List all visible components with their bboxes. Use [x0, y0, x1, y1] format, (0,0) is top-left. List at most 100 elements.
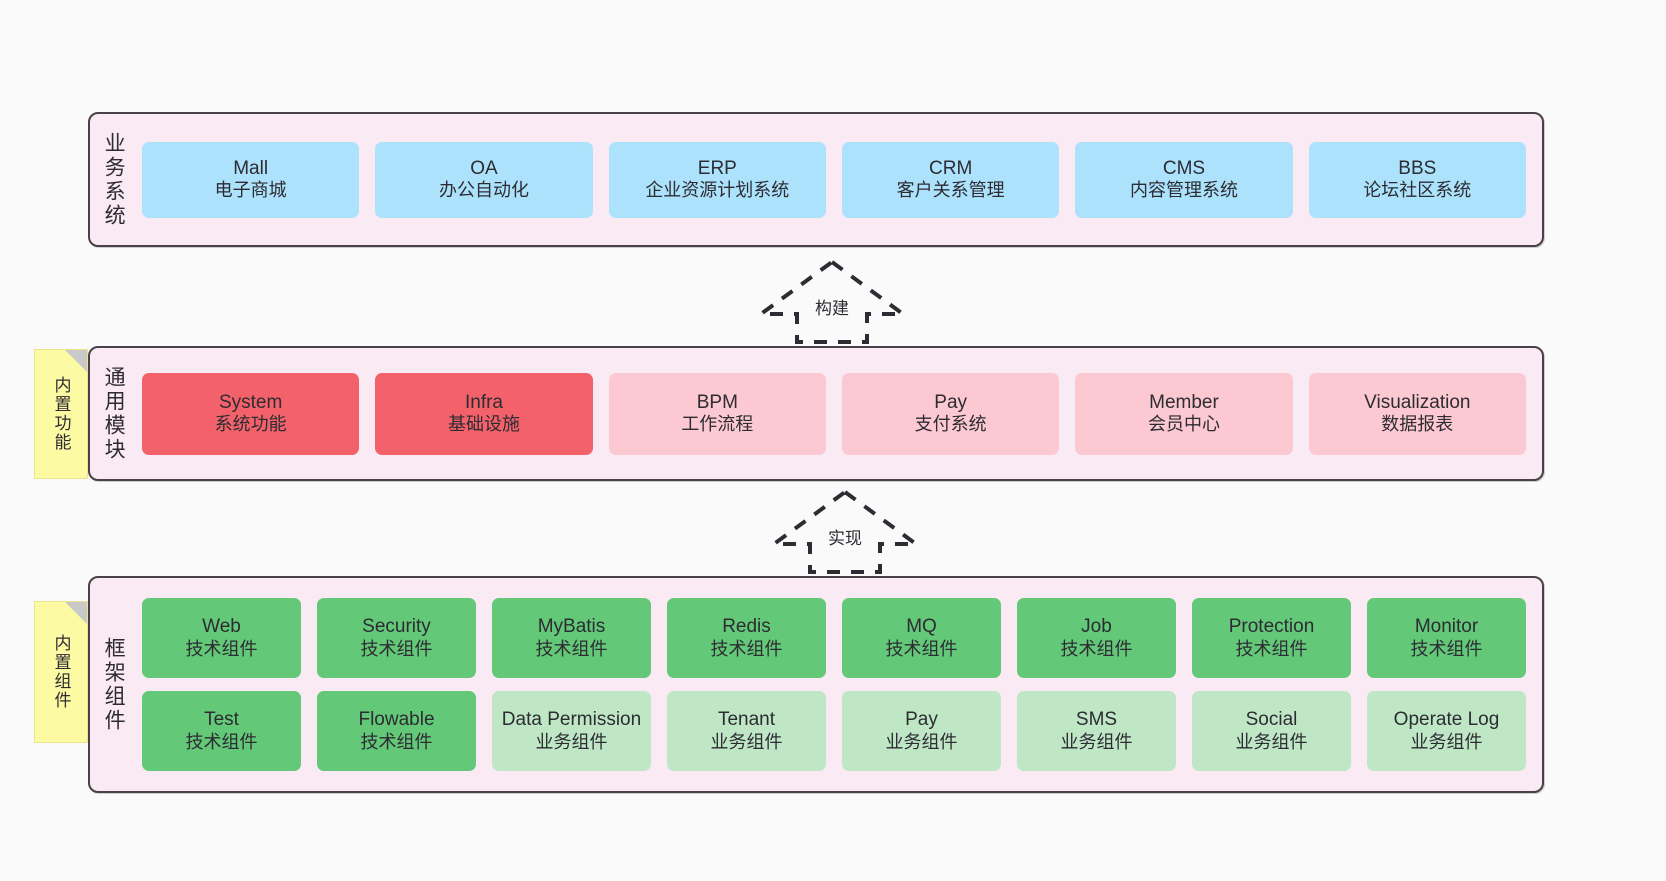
- module-card-erp[interactable]: ERP 企业资源计划系统: [608, 141, 826, 218]
- module-card-tenant[interactable]: Tenant 业务组件: [667, 691, 826, 771]
- arrow-build: 构建: [754, 258, 910, 344]
- layer-label-business: 业务系统: [102, 131, 126, 228]
- module-title: BBS: [1398, 157, 1437, 179]
- module-title: Security: [362, 616, 431, 638]
- module-subtitle: 技术组件: [535, 638, 608, 659]
- module-subtitle: 技术组件: [1410, 638, 1483, 659]
- module-card-test[interactable]: Test 技术组件: [142, 691, 301, 771]
- arrow-implement: 实现: [767, 488, 923, 574]
- module-title: Test: [204, 709, 239, 731]
- module-card-flowable[interactable]: Flowable 技术组件: [317, 691, 476, 771]
- module-title: Data Permission: [501, 709, 642, 731]
- module-subtitle: 客户关系管理: [896, 180, 1005, 201]
- module-subtitle: 系统功能: [214, 414, 287, 435]
- note-label: 内置组件: [51, 634, 71, 710]
- module-title: Social: [1245, 709, 1298, 731]
- module-title: MyBatis: [537, 616, 606, 638]
- module-title: Monitor: [1414, 616, 1479, 638]
- module-card-web[interactable]: Web 技术组件: [142, 598, 301, 678]
- module-subtitle: 会员中心: [1147, 414, 1220, 435]
- layer-common-modules: 通用模块 System 系统功能 Infra 基础设施 BPM 工作流程 Pay…: [88, 346, 1544, 481]
- layer-row: Test 技术组件 Flowable 技术组件 Data Permission …: [142, 691, 1526, 771]
- module-card-job[interactable]: Job 技术组件: [1017, 598, 1176, 678]
- module-card-cms[interactable]: CMS 内容管理系统: [1075, 141, 1293, 218]
- module-card-pay[interactable]: Pay 支付系统: [841, 372, 1060, 455]
- module-card-monitor[interactable]: Monitor 技术组件: [1367, 598, 1526, 678]
- module-card-operate-log[interactable]: Operate Log 业务组件: [1367, 691, 1526, 771]
- layer-label-common: 通用模块: [102, 365, 126, 462]
- module-card-data-permission[interactable]: Data Permission 业务组件: [492, 691, 651, 771]
- module-title: SMS: [1075, 709, 1118, 731]
- module-card-mall[interactable]: Mall 电子商城: [142, 141, 360, 218]
- module-subtitle: 业务组件: [535, 731, 608, 752]
- module-card-security[interactable]: Security 技术组件: [317, 598, 476, 678]
- layer-row: Web 技术组件 Security 技术组件 MyBatis 技术组件 Redi…: [142, 598, 1526, 678]
- module-subtitle: 内容管理系统: [1129, 180, 1238, 201]
- module-card-bpm[interactable]: BPM 工作流程: [608, 372, 826, 455]
- module-subtitle: 电子商城: [214, 180, 287, 201]
- note-fold-corner-icon: [65, 350, 87, 372]
- module-title: Visualization: [1364, 391, 1471, 413]
- module-title: OA: [470, 157, 498, 179]
- module-card-bbs[interactable]: BBS 论坛社区系统: [1308, 141, 1526, 218]
- module-subtitle: 企业资源计划系统: [645, 180, 790, 201]
- module-title: Member: [1149, 391, 1219, 413]
- module-subtitle: 业务组件: [710, 731, 783, 752]
- arrow-label-build: 构建: [815, 299, 849, 318]
- module-subtitle: 论坛社区系统: [1363, 180, 1472, 201]
- module-title: MQ: [906, 616, 937, 638]
- module-title: Redis: [722, 616, 771, 638]
- layer-framework-components: 框架组件 Web 技术组件 Security 技术组件 MyBatis 技术组件…: [88, 576, 1544, 793]
- module-subtitle: 技术组件: [710, 638, 783, 659]
- layer-body-business: Mall 电子商城 OA 办公自动化 ERP 企业资源计划系统 CRM 客户关系…: [136, 114, 1542, 245]
- module-subtitle: 工作流程: [681, 414, 754, 435]
- layer-row: System 系统功能 Infra 基础设施 BPM 工作流程 Pay 支付系统…: [142, 372, 1526, 455]
- module-subtitle: 支付系统: [914, 414, 987, 435]
- module-card-crm[interactable]: CRM 客户关系管理: [841, 141, 1060, 218]
- module-title: Tenant: [717, 709, 776, 731]
- module-title: CMS: [1162, 157, 1206, 179]
- module-card-protection[interactable]: Protection 技术组件: [1192, 598, 1351, 678]
- module-card-oa[interactable]: OA 办公自动化: [375, 141, 593, 218]
- module-subtitle: 业务组件: [1410, 731, 1483, 752]
- layer-row: Mall 电子商城 OA 办公自动化 ERP 企业资源计划系统 CRM 客户关系…: [142, 141, 1526, 218]
- layer-label-framework: 框架组件: [102, 636, 126, 733]
- module-card-mybatis[interactable]: MyBatis 技术组件: [492, 598, 651, 678]
- module-title: Pay: [934, 391, 968, 413]
- sticky-note-builtin-features: 内置功能: [34, 349, 88, 479]
- module-card-infra[interactable]: Infra 基础设施: [375, 372, 593, 455]
- module-subtitle: 数据报表: [1381, 414, 1454, 435]
- module-title: Operate Log: [1393, 709, 1500, 731]
- module-subtitle: 技术组件: [360, 638, 433, 659]
- arrow-label-implement: 实现: [828, 529, 862, 548]
- module-subtitle: 技术组件: [185, 638, 258, 659]
- note-label: 内置功能: [51, 376, 71, 452]
- module-card-pay-business[interactable]: Pay 业务组件: [842, 691, 1001, 771]
- module-title: BPM: [696, 391, 738, 413]
- module-card-mq[interactable]: MQ 技术组件: [842, 598, 1001, 678]
- module-card-visualization[interactable]: Visualization 数据报表: [1308, 372, 1526, 455]
- layer-body-framework: Web 技术组件 Security 技术组件 MyBatis 技术组件 Redi…: [136, 578, 1542, 791]
- module-subtitle: 技术组件: [360, 731, 433, 752]
- module-card-social[interactable]: Social 业务组件: [1192, 691, 1351, 771]
- module-card-member[interactable]: Member 会员中心: [1075, 372, 1293, 455]
- module-subtitle: 技术组件: [885, 638, 958, 659]
- module-card-system[interactable]: System 系统功能: [142, 372, 360, 455]
- module-title: Mall: [233, 157, 269, 179]
- module-subtitle: 办公自动化: [438, 180, 529, 201]
- module-card-redis[interactable]: Redis 技术组件: [667, 598, 826, 678]
- module-title: Flowable: [358, 709, 435, 731]
- module-title: CRM: [929, 157, 973, 179]
- module-title: Infra: [464, 391, 503, 413]
- sticky-note-builtin-components: 内置组件: [34, 601, 88, 743]
- module-title: ERP: [697, 157, 737, 179]
- module-card-sms[interactable]: SMS 业务组件: [1017, 691, 1176, 771]
- module-title: System: [218, 391, 283, 413]
- module-title: Web: [202, 616, 241, 638]
- layer-body-common: System 系统功能 Infra 基础设施 BPM 工作流程 Pay 支付系统…: [136, 348, 1542, 479]
- module-subtitle: 技术组件: [1235, 638, 1308, 659]
- layer-business-systems: 业务系统 Mall 电子商城 OA 办公自动化 ERP 企业资源计划系统 CRM…: [88, 112, 1544, 247]
- module-subtitle: 基础设施: [447, 414, 520, 435]
- module-title: Pay: [905, 709, 938, 731]
